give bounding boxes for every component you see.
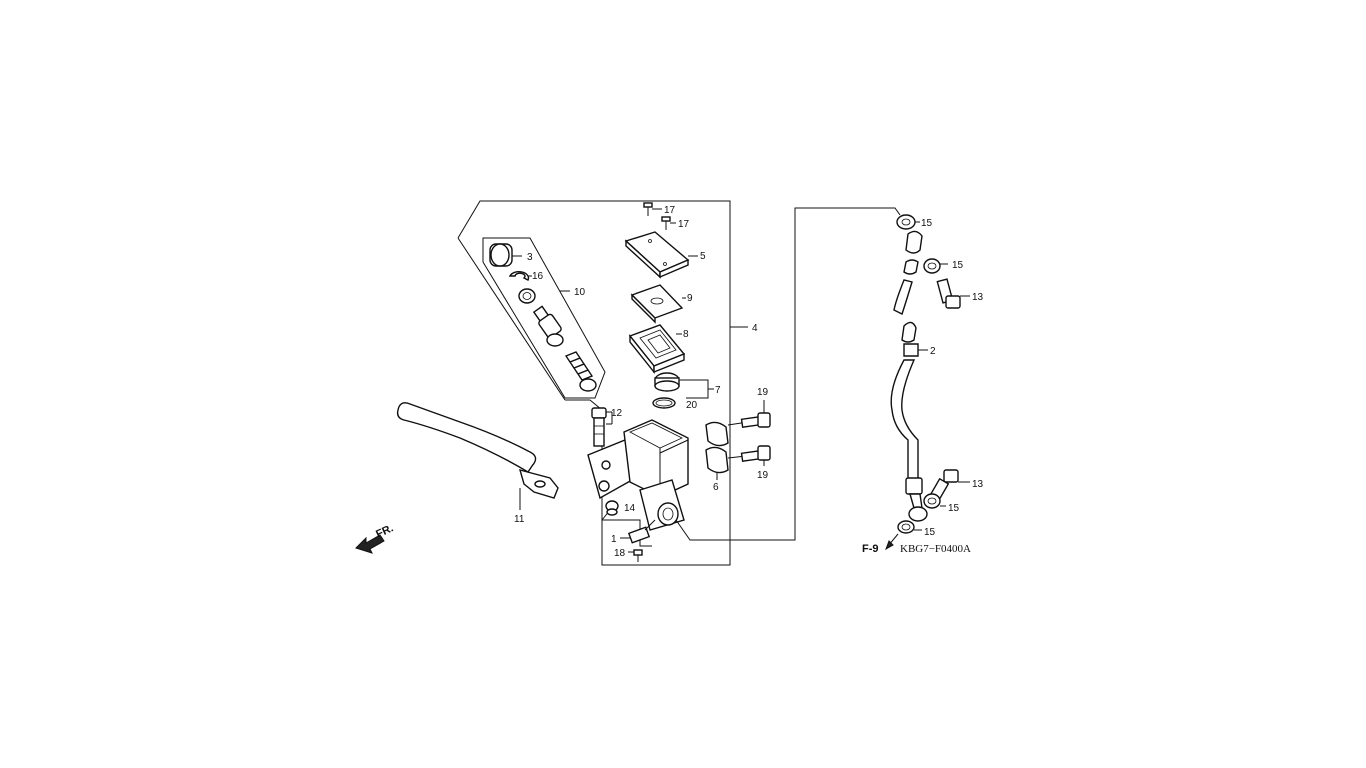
washer-15d — [897, 520, 922, 534]
callout-5: 5 — [700, 251, 706, 262]
callout-6: 6 — [713, 482, 719, 493]
piston-set-frame — [482, 237, 606, 399]
callout-4: 4 — [752, 323, 758, 334]
callout-15b: 15 — [952, 260, 964, 271]
diagram-code: KBG7−F0400A — [900, 543, 971, 555]
callout-8: 8 — [683, 329, 689, 340]
callout-17b: 17 — [678, 219, 690, 230]
diaphragm-plate — [630, 284, 686, 324]
screw-17a — [643, 202, 662, 216]
callout-11: 11 — [514, 514, 525, 525]
washer-15a — [896, 214, 920, 230]
master-cylinder-body — [587, 207, 901, 541]
callout-16: 16 — [532, 271, 544, 282]
reference-label: F-9 — [862, 543, 879, 555]
front-stop-switch — [620, 519, 656, 544]
callout-20: 20 — [686, 400, 698, 411]
callout-7: 7 — [715, 385, 721, 396]
holder — [705, 421, 729, 480]
callout-19b: 19 — [757, 470, 769, 481]
callout-15d: 15 — [924, 527, 936, 538]
screw-17b — [661, 216, 676, 230]
washer-15c — [923, 493, 946, 509]
callout-2: 2 — [930, 346, 936, 357]
callout-12: 12 — [611, 408, 623, 419]
callout-10: 10 — [574, 287, 586, 298]
callout-19a: 19 — [757, 387, 769, 398]
screw-18 — [628, 549, 643, 562]
reservoir-cap — [624, 231, 698, 279]
brake-lever — [396, 402, 559, 510]
callout-13b: 13 — [972, 479, 984, 490]
front-direction-arrow — [355, 534, 385, 554]
diaphragm — [628, 324, 686, 374]
bolt-12 — [591, 407, 613, 447]
callout-18: 18 — [614, 548, 626, 559]
direction-label: FR. — [374, 522, 395, 540]
bolt-19b — [727, 445, 771, 466]
washer-15b — [923, 258, 948, 274]
callout-15a: 15 — [921, 218, 933, 229]
callout-13a: 13 — [972, 292, 984, 303]
boot-14 — [605, 500, 619, 516]
callout-14: 14 — [624, 503, 636, 514]
callout-9: 9 — [687, 293, 693, 304]
piston — [532, 305, 564, 347]
callout-15c: 15 — [948, 503, 960, 514]
piston-boot — [489, 243, 522, 267]
callout-3: 3 — [527, 252, 533, 263]
callout-1: 1 — [611, 534, 617, 545]
o-ring — [652, 397, 676, 409]
reference-arrow — [885, 533, 899, 551]
circlip — [508, 270, 532, 281]
spring — [564, 351, 597, 392]
washer-piston — [518, 288, 536, 304]
float-assembly — [654, 372, 714, 399]
bolt-13a — [936, 278, 970, 309]
brake-hose — [890, 230, 928, 522]
callout-17a: 17 — [664, 205, 676, 216]
bolt-19a — [727, 400, 771, 429]
